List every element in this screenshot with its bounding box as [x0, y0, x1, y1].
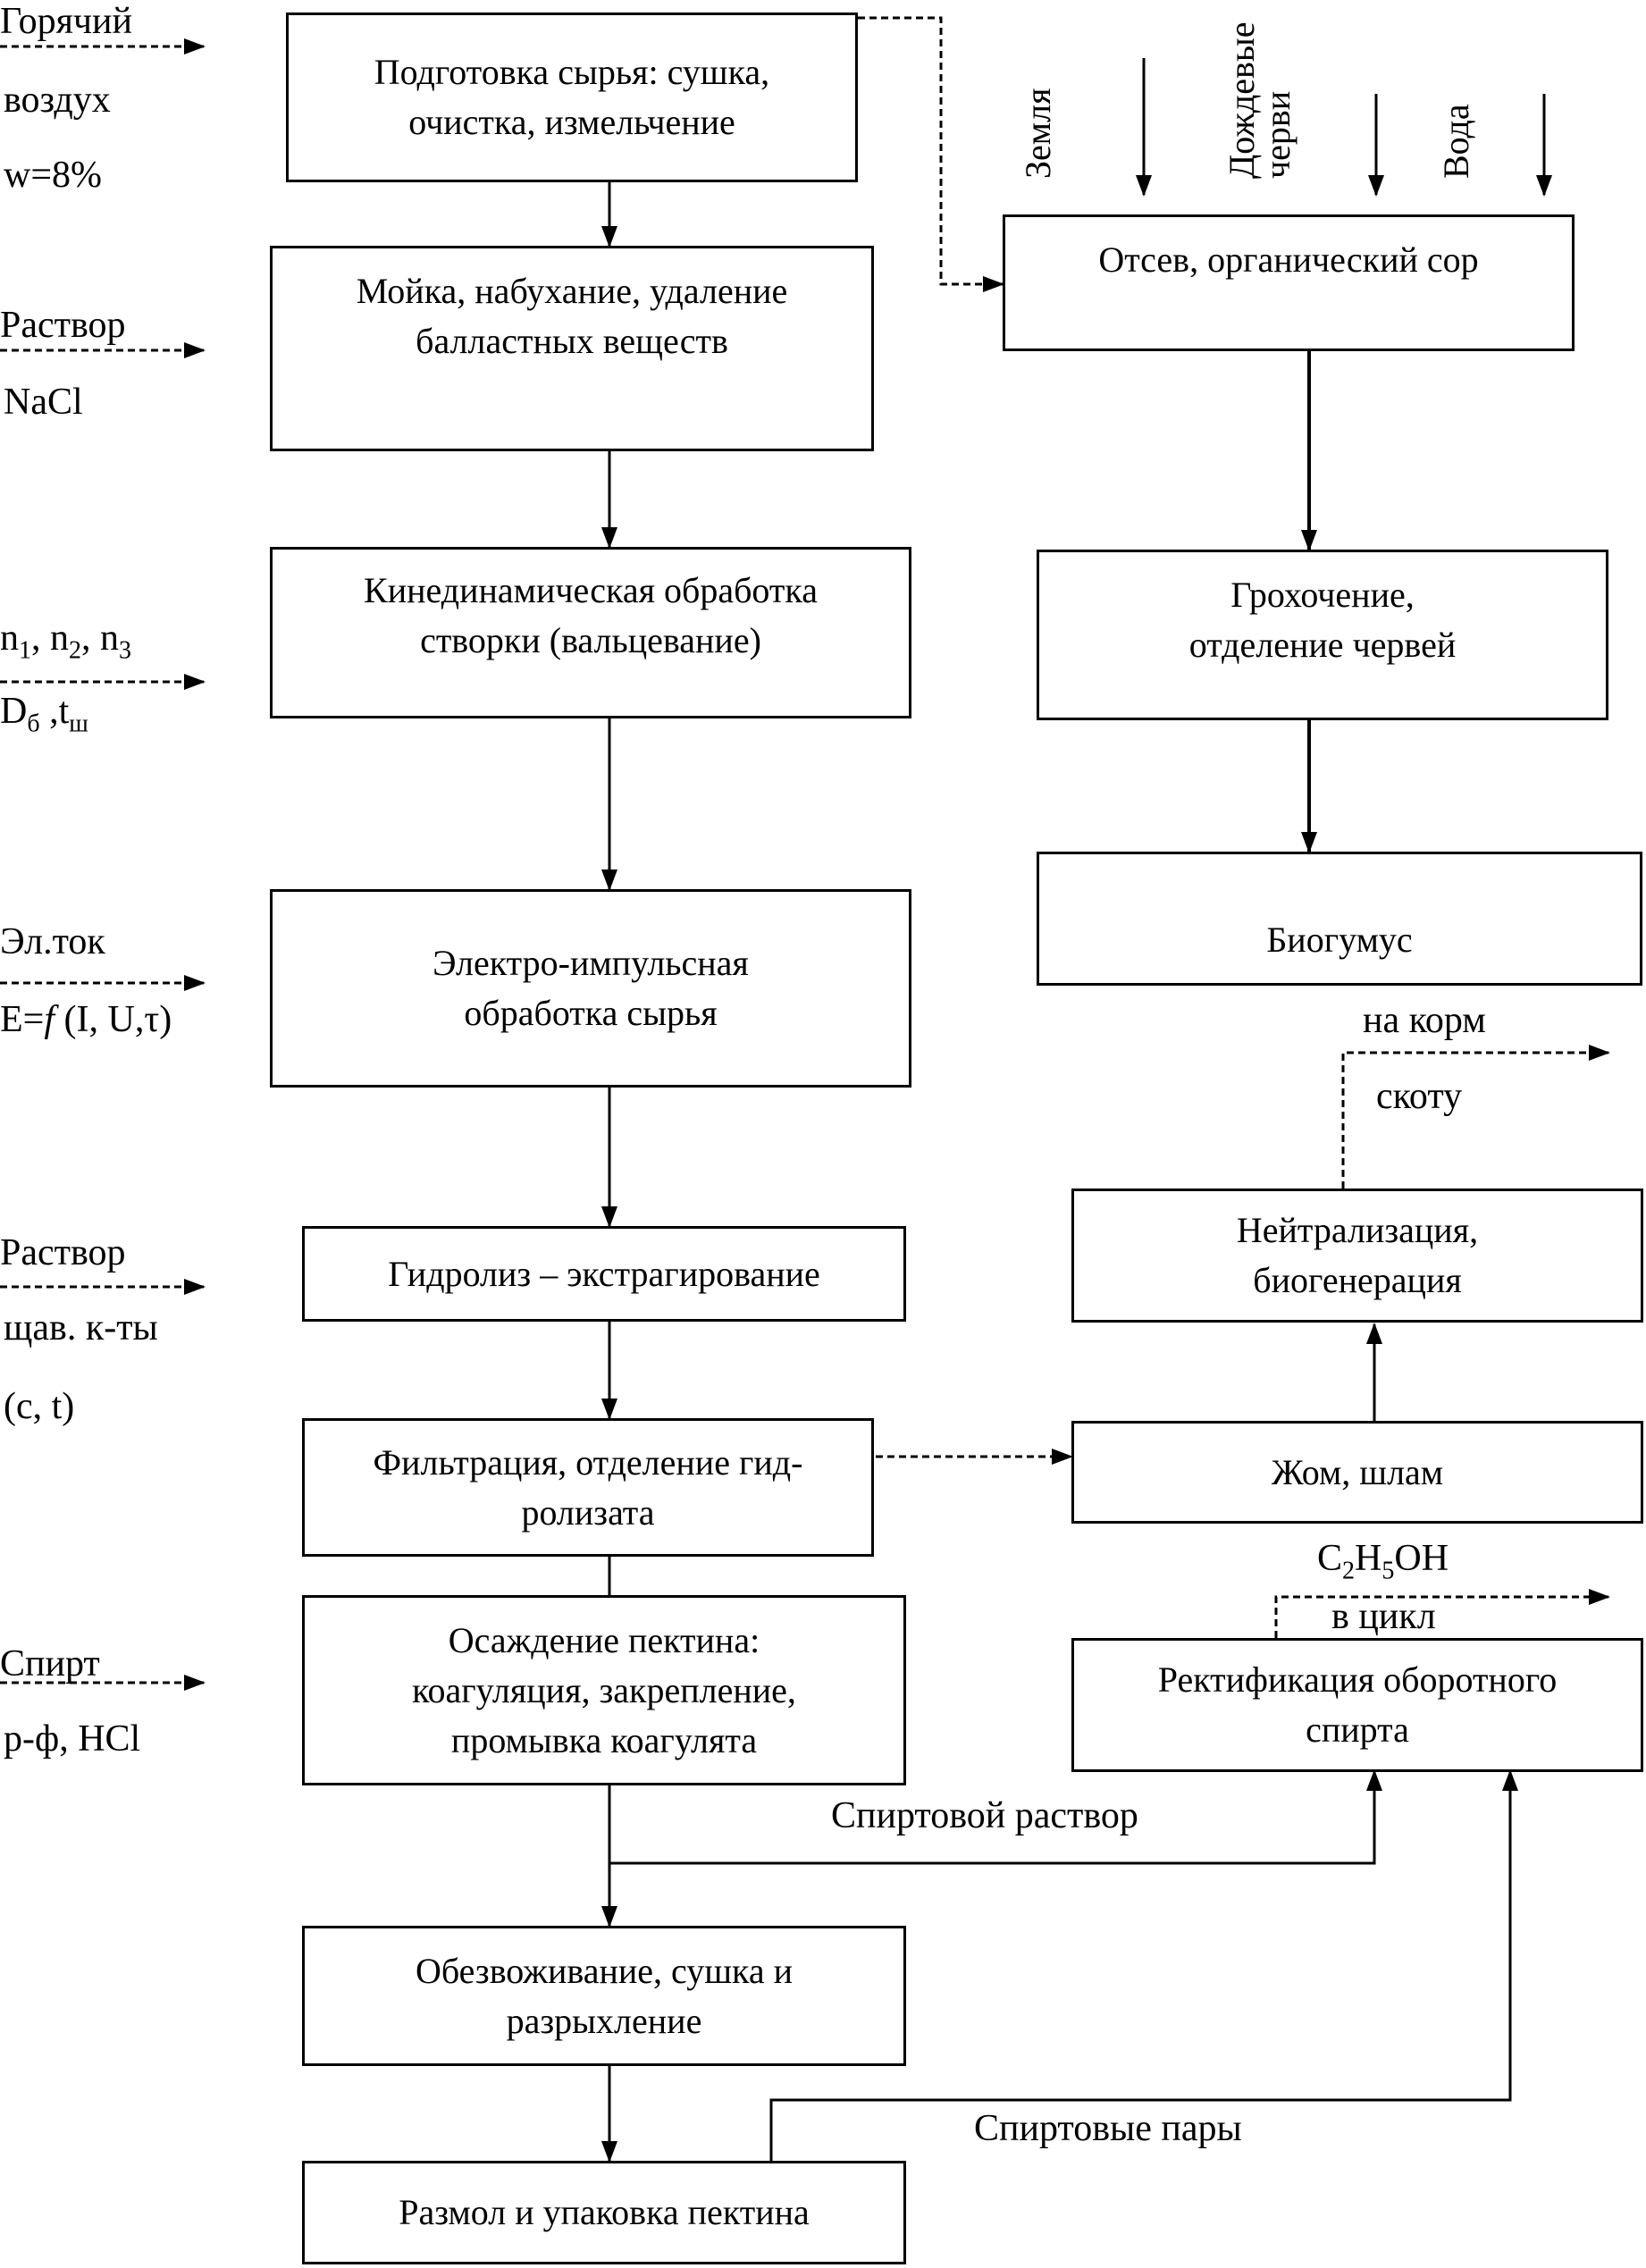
box-electro-treatment: Электро-импульсная обработка сырья	[270, 889, 911, 1088]
label-el-current: Эл.ток	[0, 921, 105, 962]
box-kinetic-treatment: Кинединамическая обработка створки (валь…	[270, 547, 911, 718]
label-to-cycle: в цикл	[1331, 1596, 1436, 1637]
box-precipitation: Осаждение пектина: коагуляция, закреплен…	[302, 1595, 906, 1785]
label-moisture: w=8%	[4, 155, 103, 196]
box-pulp: Жом, шлам	[1071, 1421, 1643, 1524]
label-alcohol: Спирт	[0, 1643, 100, 1684]
arrow-prep-screening	[858, 16, 1004, 292]
label-livestock: скоту	[1376, 1076, 1463, 1117]
arrow-neutral-feed	[1341, 1045, 1610, 1189]
label-alcohol-vapors: Спиртовые пары	[974, 2108, 1242, 2149]
label-energy: E=f (I, U,τ)	[0, 999, 172, 1040]
label-solution-nacl: Раствор	[0, 305, 126, 346]
arrow-vapors-rect	[769, 1769, 1518, 2164]
label-n-params: n1, n2, n3	[0, 617, 131, 665]
label-solution-acid: Раствор	[0, 1232, 126, 1273]
label-air: воздух	[4, 80, 111, 121]
label-nacl: NaCl	[4, 382, 83, 423]
box-rectification: Ректификация оборотного спирта	[1071, 1638, 1643, 1772]
label-earth: Земля	[1018, 88, 1058, 179]
label-rain-worms: Дождевые	[1222, 21, 1262, 179]
box-raw-preparation: Подготовка сырья: сушка, очистка, измель…	[286, 13, 858, 182]
box-packing: Размол и упаковка пектина	[302, 2161, 906, 2264]
label-feed: на корм	[1363, 1000, 1486, 1041]
label-worms: черви	[1257, 90, 1297, 179]
arrow-solution-rect	[609, 1769, 1382, 1865]
box-biohumus: Биогумус	[1037, 852, 1642, 986]
label-acid-params: (c, t)	[4, 1386, 75, 1427]
arrow-rect-cycle	[1274, 1589, 1610, 1638]
label-oxalic-acid: щав. к-ты	[4, 1307, 158, 1348]
box-dehydration: Обезвоживание, сушка и разрыхление	[302, 1926, 906, 2066]
label-alcohol-hcl: р-ф, HCl	[4, 1718, 141, 1760]
box-sifting: Грохочение, отделение червей	[1037, 550, 1608, 720]
label-d-params: Dб ,tш	[0, 691, 88, 738]
box-filtration: Фильтрация, отделение гид- ролизата	[302, 1418, 874, 1557]
box-screening: Отсев, органический сор	[1003, 214, 1575, 351]
box-neutralization: Нейтрализация, биогенерация	[1071, 1189, 1643, 1323]
label-water: Вода	[1436, 104, 1476, 179]
label-ethanol: C2H5OH	[1317, 1538, 1449, 1585]
box-hydrolysis: Гидролиз – экстрагирование	[302, 1226, 906, 1322]
label-hot-air: Горячий	[0, 1, 132, 42]
box-washing: Мойка, набухание, удаление балластных ве…	[270, 246, 874, 451]
label-alcohol-solution: Спиртовой раствор	[831, 1795, 1138, 1836]
